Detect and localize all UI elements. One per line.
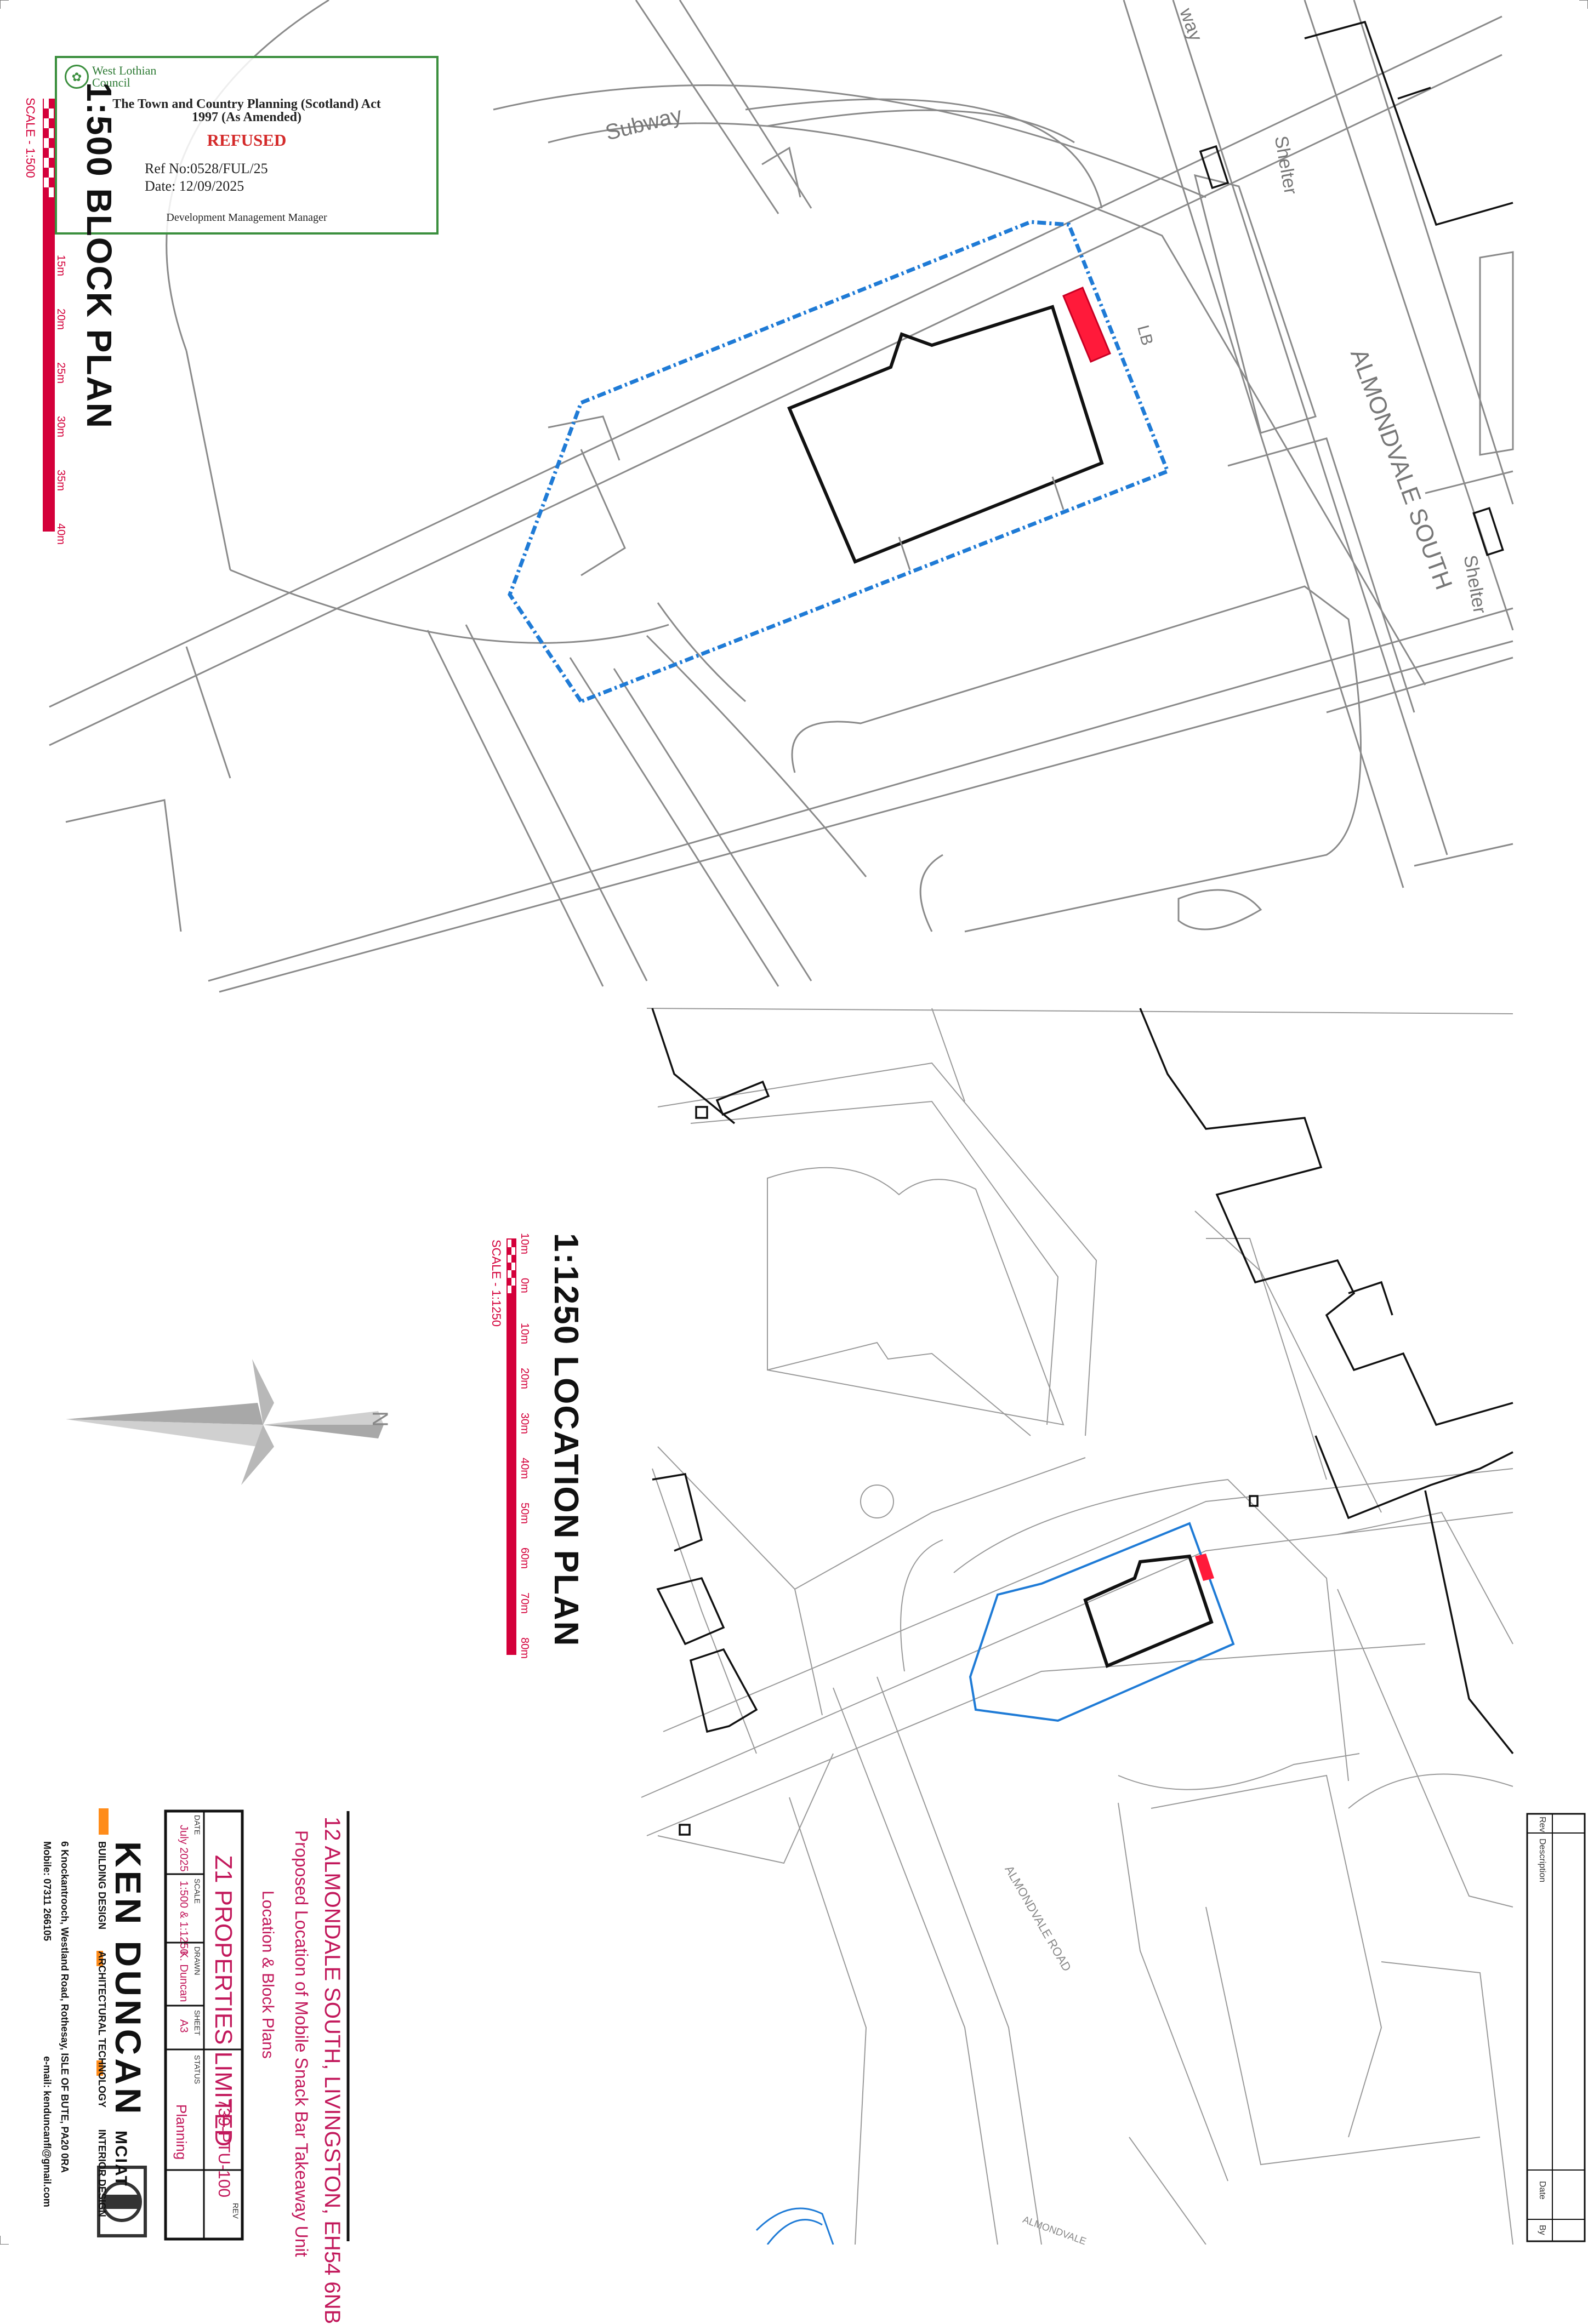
scale-tick-label: 10m xyxy=(519,1233,531,1254)
company-suffix: MCIAT xyxy=(112,2131,130,2187)
council-crest-icon: ✿ xyxy=(65,65,89,89)
stamp-act-line2: 1997 (As Amended) xyxy=(191,110,301,124)
company-contact: Mobile: 07311 266105 e-mail: kenduncanfl… xyxy=(41,1841,53,2214)
rev-table-date: Date xyxy=(1538,2181,1547,2200)
drawn-value: K. Duncan xyxy=(178,1951,190,2002)
title-address: 12 ALMONDALE SOUTH, LIVINGSTON, EH54 6NB xyxy=(320,1817,344,2324)
scale-tick-label: 20m xyxy=(519,1368,531,1389)
scale-tick-label: 50m xyxy=(519,1503,531,1524)
date-value: July 2025 xyxy=(178,1825,190,1872)
title-project: Proposed Location of Mobile Snack Bar Ta… xyxy=(292,1830,311,2257)
stamp-decision: REFUSED xyxy=(207,130,287,150)
council-logo: ✿ West Lothian Council xyxy=(65,65,191,89)
scale-label: SCALE xyxy=(193,1878,202,1904)
company-email: e-mail: kenduncanfl@gmail.com xyxy=(42,2056,53,2207)
title-dwg-no: 739-PTU-100 xyxy=(215,2099,233,2198)
scale-tick-label: 30m xyxy=(519,1413,531,1434)
rev-label: REV xyxy=(231,2203,240,2219)
service-interior-design: INTERIOR DESIGN xyxy=(96,2129,107,2217)
location-plan-scale-label: SCALE - 1:1250 xyxy=(490,1240,503,1327)
location-plan-map xyxy=(641,1008,1514,2245)
scale-tick-label: 40m xyxy=(519,1458,531,1479)
stamp-act: The Town and Country Planning (Scotland)… xyxy=(57,98,436,124)
scale-tick-label: 80m xyxy=(519,1637,531,1659)
company-name: KEN DUNCAN MCIAT xyxy=(107,1841,149,2187)
company-mobile: Mobile: 07311 266105 xyxy=(42,1841,53,1942)
title-drawing: Location & Block Plans xyxy=(259,1891,277,2059)
block-plan-scale-label: SCALE - 1:500 xyxy=(24,98,37,178)
drawing-sheet xyxy=(0,0,1588,2245)
stamp-manager: Development Management Manager xyxy=(166,212,327,224)
mciat-logo-icon xyxy=(97,2166,147,2237)
rev-table-rev: Rev xyxy=(1538,1817,1547,1832)
sheet-value: A3 xyxy=(178,2019,190,2033)
scale-tick-label: 40m xyxy=(55,523,67,545)
company-name-text: KEN DUNCAN xyxy=(108,1841,149,2117)
rev-table-description: Description xyxy=(1538,1838,1547,1883)
scale-tick-label: 20m xyxy=(55,309,67,330)
building-block xyxy=(787,305,1104,564)
scale-tick-label: 0m xyxy=(519,1278,531,1293)
status-value: Planning xyxy=(173,2104,190,2160)
location-plan-title: 1:1250 LOCATION PLAN xyxy=(547,1233,585,1647)
scale-tick-label: 25m xyxy=(55,362,67,384)
service-architectural-technology: ARCHITECTURAL TECHNOLOGY xyxy=(96,1951,107,2108)
scale-tick-label: 35m xyxy=(55,470,67,491)
date-label: DATE xyxy=(193,1815,202,1835)
service-building-design: BUILDING DESIGN xyxy=(96,1841,107,1930)
status-label: STATUS xyxy=(193,2055,202,2085)
sheet-label: SHEET xyxy=(193,2010,202,2036)
block-plan-scale-bar xyxy=(43,99,55,532)
site-boundary-block xyxy=(508,220,1170,704)
north-arrow-icon xyxy=(66,1359,384,1485)
drawn-label: DRAWN xyxy=(193,1946,202,1975)
stamp-ref-date: Ref No:0528/FUL/25 Date: 12/09/2025 xyxy=(145,160,268,195)
location-plan-scale-bar xyxy=(506,1238,516,1655)
proposed-unit-block xyxy=(1062,287,1111,363)
scale-tick-label: 30m xyxy=(55,416,67,437)
scale-value: 1:500 & 1:1250 xyxy=(178,1881,190,1955)
title-block-frame xyxy=(164,1809,1586,2242)
rev-table-by: By xyxy=(1538,2225,1547,2235)
site-boundary-location xyxy=(969,1522,1235,1722)
council-name: West Lothian Council xyxy=(92,64,157,89)
company-services: BUILDING DESIGN ARCHITECTURAL TECHNOLOGY… xyxy=(96,1841,107,2217)
block-plan-map xyxy=(49,0,1514,993)
company-address: 6 Knockantrooch, Westland Road, Rothesay… xyxy=(59,1841,70,2173)
stamp-ref: Ref No:0528/FUL/25 xyxy=(145,161,268,176)
scale-tick-label: 10m xyxy=(519,1323,531,1344)
scale-tick-label: 70m xyxy=(519,1592,531,1614)
block-plan-title: 1:500 BLOCK PLAN xyxy=(79,82,119,429)
scale-tick-label: 60m xyxy=(519,1548,531,1569)
stamp-date: Date: 12/09/2025 xyxy=(145,178,244,194)
building-location xyxy=(1083,1554,1214,1669)
proposed-unit-location xyxy=(1195,1554,1214,1581)
stamp-act-line1: The Town and Country Planning (Scotland)… xyxy=(112,97,381,111)
scale-tick-label: 15m xyxy=(55,255,67,276)
planning-decision-stamp: ✿ West Lothian Council The Town and Coun… xyxy=(55,56,439,235)
north-label: N xyxy=(368,1411,392,1427)
